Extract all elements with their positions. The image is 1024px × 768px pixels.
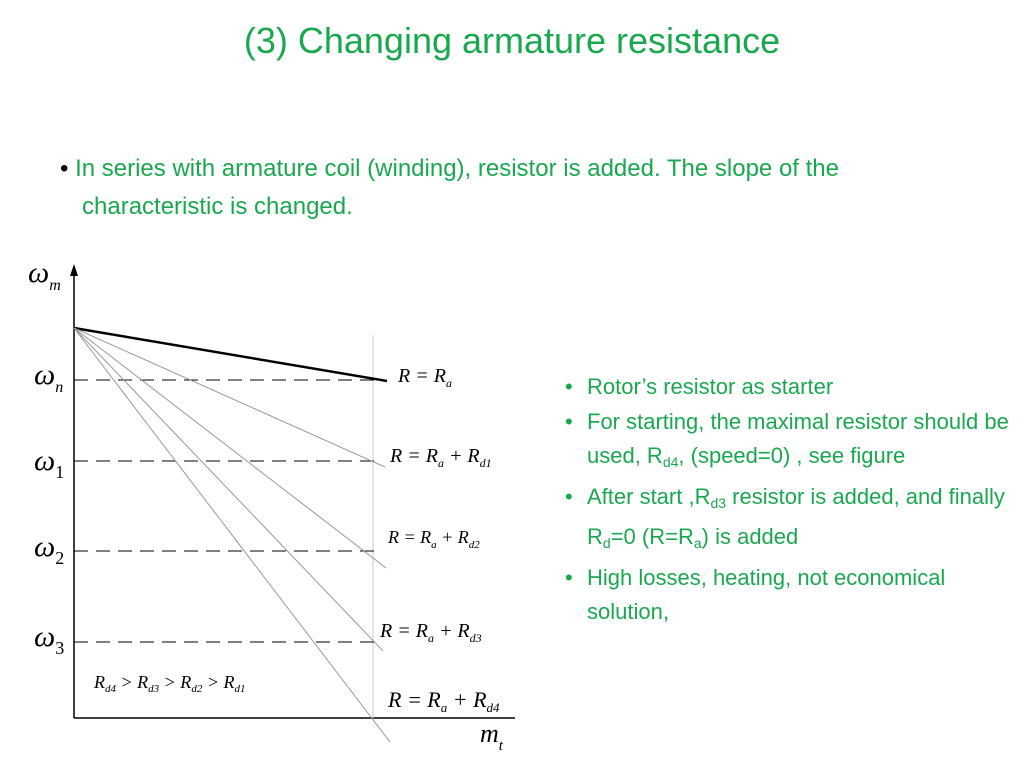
bullet-dot: • [60,155,69,182]
bullet-dot: • [565,408,573,434]
note-text: Rotor’s resistor as starter [587,374,834,399]
y-axis-arrow-icon [70,264,78,276]
bullet-dot: • [565,374,573,399]
y-axis-label: ωm [28,256,61,294]
note-text: After start ,R [587,483,711,509]
curve-label-rd3: R = Ra + Rd3 [379,620,482,645]
curve-label-rd1: R = Ra + Rd1 [389,445,492,470]
note-subscript: a [693,535,702,551]
note-item: •After start ,Rd3 resistor is added, and… [565,480,1015,561]
curve-label-ra: R = Ra [397,365,452,390]
note-text: =0 (R=R [610,524,694,549]
notes-list: • Rotor’s resistor as starter • For starti… [565,370,1015,630]
curve-r-ra-rd4 [73,327,391,743]
curve-r-ra-rd2 [73,327,387,569]
speed-label-2: ω2 [34,530,64,568]
note-text: High losses, heating, not economical sol… [587,564,946,625]
intro-bullet: • In series with armature coil (winding)… [60,150,1000,226]
intro-line-2: characteristic is changed. [82,193,353,220]
note-subscript: d [602,535,611,551]
note-text: For starting, the maximal resistor shoul… [587,408,1009,469]
note-subscript: d3 [710,494,727,511]
note-item: • High losses, heating, not economical so… [565,561,1015,630]
speed-label-1: ω1 [34,444,64,482]
bullet-dot: • [565,564,573,590]
note-subscript: d4 [662,454,679,470]
speed-label-3: ω3 [34,620,64,658]
intro-text-1: In series with armature coil (winding), … [75,155,839,182]
note-text: resistor is added, and finally R [587,483,1005,550]
curve-r-ra-rd1 [73,327,386,468]
intro-line-1: • In series with armature coil (winding)… [60,150,1000,188]
resistance-inequality: Rd4 > Rd3 > Rd2 > Rd1 [93,672,245,695]
note-text: ) is added [701,524,799,549]
speed-label-n: ωn [34,358,63,396]
note-text: , (speed=0) , see figure [678,443,906,468]
slide-title: (3) Changing armature resistance [243,20,781,61]
bullet-dot: • [565,483,573,509]
curve-r-ra-rd3 [73,327,384,652]
curve-r-ra [73,326,388,383]
note-item: • Rotor’s resistor as starter [565,370,1015,405]
curve-label-rd4: R = Ra + Rd4 [387,687,500,715]
curve-label-rd2: R = Ra + Rd2 [387,527,480,551]
note-item: • For starting, the maximal resistor shou… [565,405,1015,480]
x-axis-label: mt [480,719,504,754]
